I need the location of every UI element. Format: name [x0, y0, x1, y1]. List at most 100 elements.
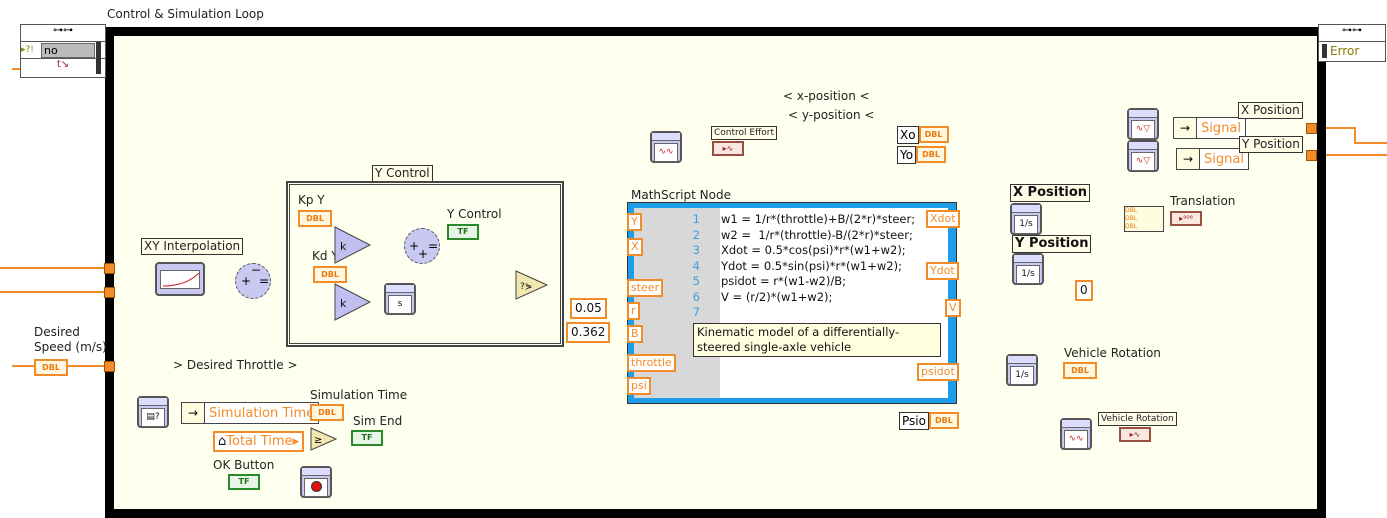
kd-control[interactable]: DBL — [313, 266, 347, 283]
svg-text:k: k — [340, 240, 347, 253]
x-signal-unbundle[interactable]: →Signal — [1173, 117, 1246, 139]
home-icon: ⌂ — [218, 434, 227, 449]
bundle-input: DBL — [1125, 215, 1138, 222]
input-tunnel-2 — [104, 287, 115, 298]
desired-speed-control[interactable]: DBL — [34, 359, 68, 376]
control-effort-chart-node[interactable]: ∿∿ — [650, 131, 682, 163]
mathscript-editor[interactable] — [720, 208, 948, 398]
line-number: 2 — [692, 227, 700, 242]
xo-dbl: DBL — [918, 126, 949, 143]
yo-control[interactable]: Yo DBL — [897, 146, 947, 164]
xo-label: Xo — [897, 126, 919, 144]
loop-output-node[interactable]: ⊶⊶ Error — [1318, 24, 1386, 62]
output-tunnel-y — [1306, 150, 1317, 161]
r-constant[interactable]: 0.05 — [570, 298, 607, 319]
y-signal-filter-node[interactable]: ∿▽ — [1127, 140, 1159, 172]
simulation-time-label: Simulation Time — [310, 388, 408, 402]
arrow-icon: → — [182, 403, 205, 423]
y-control-structure[interactable] — [286, 181, 564, 347]
timing-source-icon: t↘ — [56, 59, 70, 70]
svg-text:≥: ≥ — [314, 435, 322, 446]
waveform-icon: ∿∿ — [1064, 430, 1088, 449]
vehicle-rotation-indicator[interactable]: DBL — [1063, 362, 1097, 379]
sim-end-indicator[interactable]: TF — [351, 430, 383, 446]
code-line: Ydot = 0.5*sin(psi)*r*(w1+w2); — [721, 258, 902, 273]
vehicle-rotation-chart-indicator[interactable]: ▸∿ — [1119, 427, 1151, 442]
add-node[interactable]: + + = — [404, 228, 440, 264]
desired-speed-label: Desired Speed (m/s) — [34, 325, 107, 354]
zero-constant[interactable]: 0 — [1075, 280, 1093, 301]
kd-label: Kd Y — [312, 249, 339, 263]
build-array-node[interactable]: DBL DBL DBL — [1124, 206, 1164, 232]
ms-input-y[interactable]: Y — [627, 213, 642, 231]
psio-control[interactable]: Psio DBL — [899, 412, 959, 430]
y-control-bool-control[interactable]: TF — [447, 224, 479, 240]
signal-x-label: Signal — [1201, 120, 1241, 136]
ms-output-psidot[interactable]: psidot — [917, 363, 959, 381]
vi-header-icon — [1014, 255, 1042, 263]
condition-value[interactable]: no — [41, 42, 95, 58]
y-signal-unbundle[interactable]: →Signal — [1176, 148, 1249, 170]
vehicle-rotation-chart-label: Vehicle Rotation — [1098, 412, 1177, 426]
ms-output-ydot[interactable]: Ydot — [926, 262, 959, 280]
x-position-output-label: X Position — [1238, 102, 1303, 119]
vi-header-icon — [652, 133, 680, 141]
line-number: 1 — [692, 212, 700, 226]
subtract-node[interactable]: + − = — [235, 263, 271, 299]
stop-icon — [304, 478, 328, 497]
bundle-input: DBL — [1125, 223, 1138, 230]
psio-label: Psio — [899, 412, 929, 430]
select-node[interactable]: ?⋟ — [515, 270, 549, 300]
xo-control[interactable]: Xo DBL — [897, 126, 949, 144]
filter-icon: ∿▽ — [1131, 120, 1155, 139]
b-constant[interactable]: 0.362 — [566, 322, 611, 343]
derivative-symbol: s — [388, 295, 412, 314]
loop-input-node[interactable]: ⊶⊶ ▸?! no t↘ — [20, 24, 106, 78]
ms-input-r[interactable]: r — [627, 302, 640, 320]
y-position-integrator[interactable]: 1/s — [1012, 253, 1044, 285]
vi-header-icon — [386, 285, 414, 293]
input-tunnel-speed — [104, 361, 115, 372]
greater-equal-node[interactable]: ≥ — [310, 427, 338, 451]
vi-header-icon — [302, 468, 330, 476]
ms-output-xdot[interactable]: Xdot — [926, 210, 960, 228]
kp-gain-node[interactable]: k — [334, 226, 372, 264]
stop-simulation-node[interactable] — [300, 466, 332, 498]
wire-label-y-position: < y-position < — [785, 108, 878, 122]
wire-label-x-position: < x-position < — [780, 89, 873, 103]
plus-sign: + — [409, 239, 420, 253]
ok-button-control[interactable]: TF — [228, 474, 260, 490]
line-number: 6 — [692, 289, 700, 304]
code-line: w1 = 1/r*(throttle)+B/(2*r)*steer; — [721, 212, 916, 226]
ms-input-psi[interactable]: psi — [627, 377, 651, 395]
xy-interpolation-label: XY Interpolation — [141, 238, 244, 255]
derivative-node[interactable]: s — [384, 283, 416, 315]
ms-output-v[interactable]: V — [945, 299, 961, 317]
yo-label: Yo — [897, 146, 917, 164]
translation-indicator[interactable]: ▸⁹⁰⁶ — [1170, 211, 1202, 226]
get-simulation-time-node[interactable]: ▤? — [137, 396, 169, 428]
kp-control[interactable]: DBL — [298, 210, 332, 227]
ms-input-throttle[interactable]: throttle — [627, 354, 676, 372]
mathscript-comment: Kinematic model of a differentially-stee… — [693, 323, 941, 357]
ms-input-b[interactable]: B — [627, 325, 643, 343]
line-number: 3 — [692, 243, 700, 257]
simulation-time-unbundle[interactable]: →Simulation Time — [181, 402, 320, 424]
code-line: V = (r/2)*(w1+w2); — [721, 289, 833, 304]
control-effort-indicator[interactable]: ▸∿ — [712, 141, 744, 156]
simulation-time-indicator[interactable]: DBL — [310, 404, 344, 421]
loop-scrollbar[interactable] — [96, 42, 101, 74]
vi-header-icon — [1008, 356, 1036, 364]
ms-input-x[interactable]: X — [627, 238, 643, 256]
x-signal-filter-node[interactable]: ∿▽ — [1127, 108, 1159, 140]
total-time-control[interactable]: ⌂Total Time▸ — [213, 431, 305, 452]
xy-interpolation-node[interactable] — [155, 262, 205, 296]
vi-header-icon — [139, 398, 167, 406]
x-position-integrator[interactable]: 1/s — [1010, 203, 1042, 235]
rotation-integrator[interactable]: 1/s — [1006, 354, 1038, 386]
kd-gain-node[interactable]: k — [334, 283, 372, 321]
vehicle-rotation-chart-node[interactable]: ∿∿ — [1060, 418, 1092, 450]
loop-output-icon: ⊶⊶ — [1319, 25, 1385, 42]
ms-input-steer[interactable]: steer — [627, 279, 664, 297]
psio-dbl: DBL — [928, 412, 959, 429]
